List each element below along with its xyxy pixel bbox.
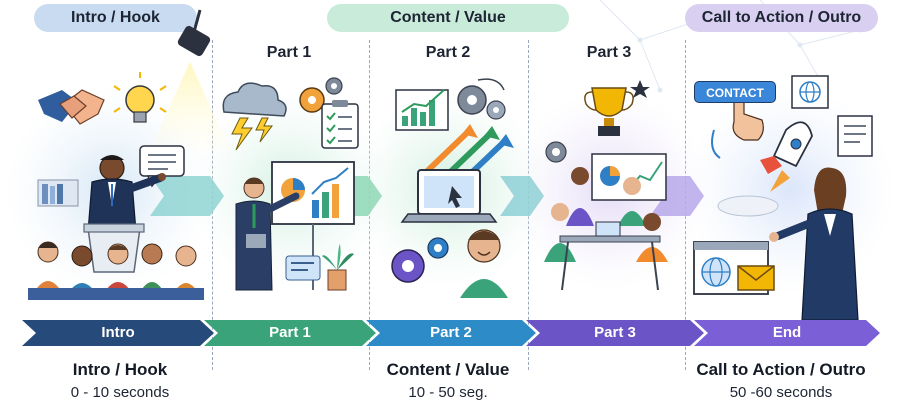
laptop-icon	[400, 169, 498, 223]
trophy-icon	[584, 80, 650, 136]
checklist-icon	[321, 100, 359, 149]
presenter-part1	[235, 177, 300, 291]
caption-cta-time: 50 -60 seconds	[729, 384, 833, 401]
timeline-bar	[22, 320, 880, 346]
part-label-3: Part 3	[586, 44, 632, 61]
presenter-figure	[87, 155, 166, 233]
caption-intro-time: 0 - 10 seconds	[70, 384, 170, 401]
audience	[28, 241, 204, 300]
timeline-label-intro: Intro	[101, 324, 135, 341]
lightbulb-icon	[113, 72, 167, 123]
timeline-end-shape	[694, 320, 880, 346]
part-label-2: Part 2	[425, 44, 471, 61]
spotlight-icon	[150, 9, 230, 150]
gear-bottom-icon	[391, 237, 449, 283]
document-card-icon	[837, 115, 873, 157]
timeline-intro-shape	[22, 320, 214, 346]
chat-card-icon	[285, 255, 321, 281]
timeline-part3-shape	[526, 320, 704, 346]
bookshelf-icon	[37, 179, 79, 207]
timeline-part2-shape	[366, 320, 536, 346]
rocket-icon	[717, 121, 813, 217]
caption-content-time: 10 - 50 seg.	[408, 384, 488, 401]
caption-cta-title: Call to Action / Outro	[696, 360, 866, 379]
phase-pill-cta: Call to Action / Outro	[685, 4, 878, 32]
gears-cluster-icon	[457, 78, 506, 120]
globe-window-icon	[791, 75, 829, 109]
timeline-part1-shape	[204, 320, 376, 346]
trending-chart-icon	[395, 89, 449, 131]
businesswoman-figure	[769, 167, 859, 321]
cloud-lightning-icon	[222, 82, 287, 151]
timeline-label-part3: Part 3	[594, 324, 636, 341]
team-meeting-icon	[544, 167, 668, 291]
presentation-chart-icon	[271, 161, 355, 290]
phase-pill-content: Content / Value	[327, 4, 569, 32]
handshake-icon	[38, 89, 105, 125]
gear-icon	[299, 77, 343, 113]
timeline-label-end: End	[772, 324, 802, 341]
part-label-1: Part 1	[266, 44, 312, 61]
caption-content-title: Content / Value	[386, 360, 510, 379]
envelope-icon	[737, 265, 775, 291]
timeline-label-part1: Part 1	[269, 324, 311, 341]
plant-icon	[322, 244, 354, 291]
gear-part3-icon	[545, 141, 567, 163]
phase-pill-intro: Intro / Hook	[34, 4, 197, 32]
caption-intro-title: Intro / Hook	[72, 360, 168, 379]
contact-button[interactable]: CONTACT	[694, 81, 776, 103]
timeline-label-part2: Part 2	[430, 324, 472, 341]
smiling-man-figure	[460, 229, 508, 298]
